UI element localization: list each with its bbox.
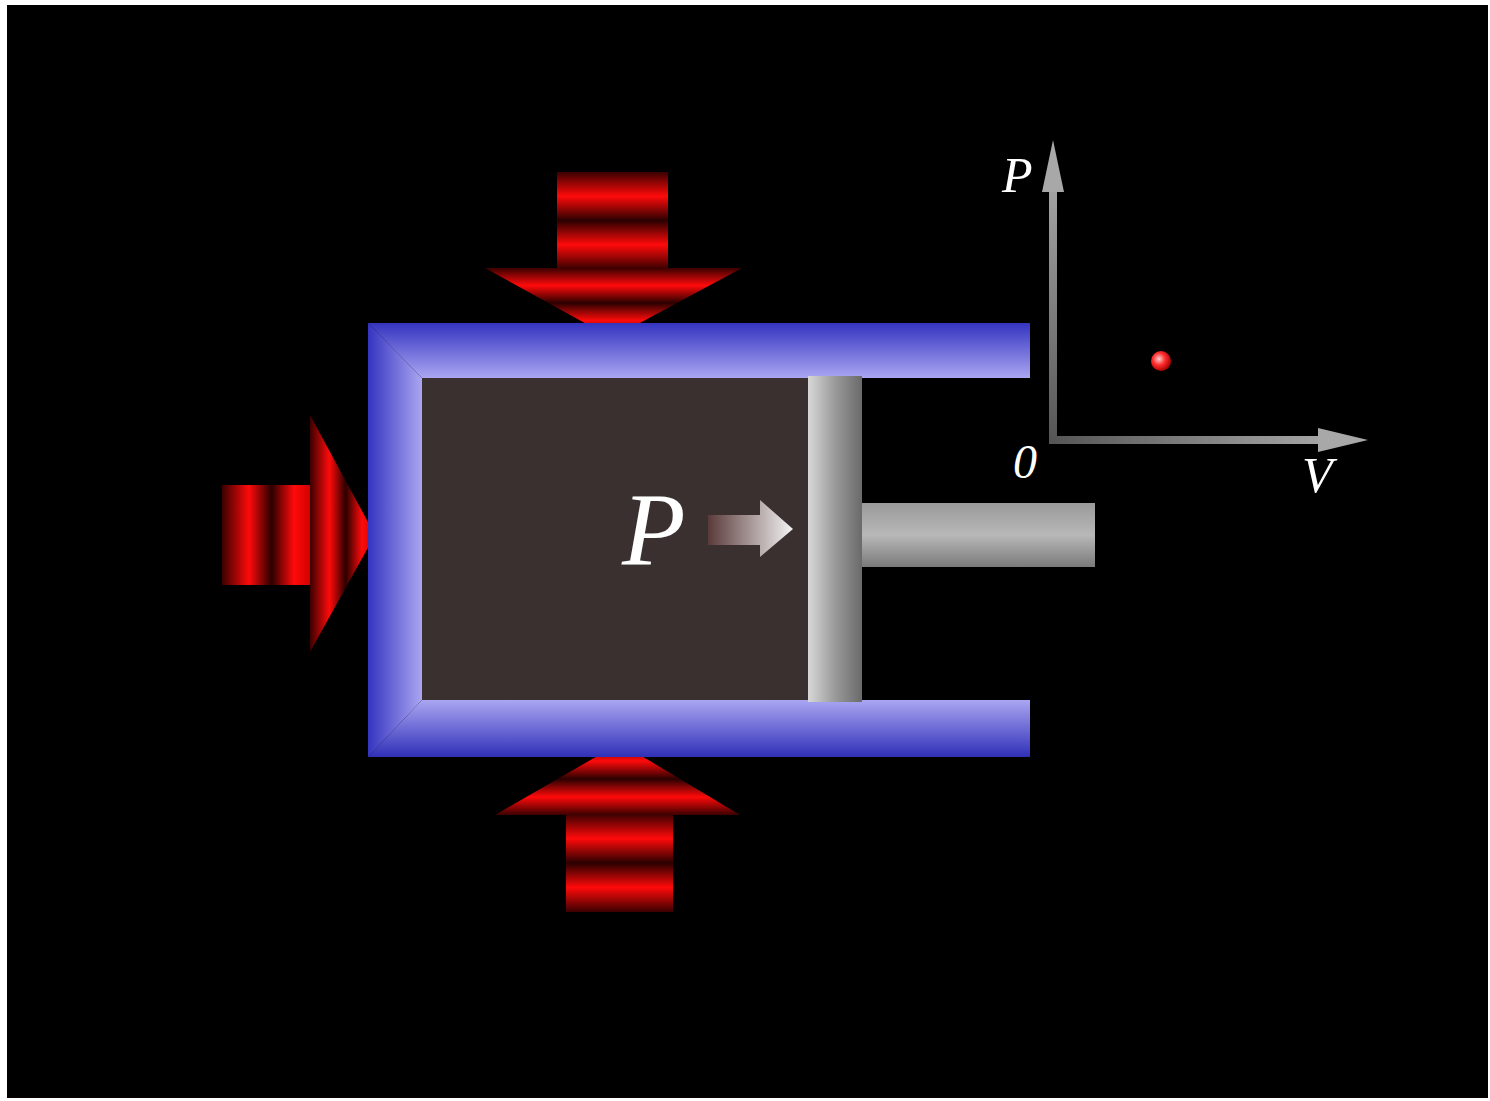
piston-rod — [862, 503, 1095, 567]
heat-arrow-bottom — [495, 743, 740, 912]
piston — [808, 376, 862, 702]
axis-label: P — [1002, 150, 1033, 200]
heat-arrow-top — [485, 172, 742, 338]
origin-label: 0 — [1013, 438, 1037, 486]
state-point — [1151, 351, 1171, 371]
gas-region — [422, 378, 808, 700]
background — [7, 5, 1488, 1098]
pv-axes — [1042, 140, 1368, 452]
axis-label: V — [1302, 450, 1333, 500]
pressure-label: P — [622, 478, 686, 582]
heat-arrow-left — [222, 415, 375, 652]
pressure-arrow — [708, 500, 793, 557]
